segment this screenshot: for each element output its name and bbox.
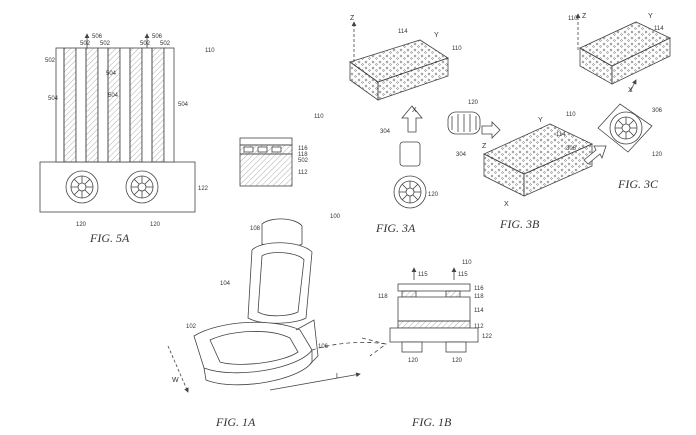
ref-label: 506 [152, 34, 163, 40]
ref-label: 118 [378, 294, 388, 300]
ref-label: 110 [568, 16, 578, 22]
axis-label: Y [538, 117, 543, 124]
ref-label: 112 [298, 170, 308, 176]
fig5a-blower-left-icon [65, 170, 99, 204]
fig3b-caption: FIG. 3B [499, 217, 540, 231]
figure-detail-section: 110 116 118 502 112 [239, 114, 324, 187]
ref-label: 506 [92, 34, 103, 40]
ref-label: 120 [468, 100, 479, 106]
axis-label: Z [582, 13, 587, 20]
fig1b-caption: FIG. 1B [411, 415, 452, 429]
fig3a-blower-icon [393, 175, 427, 209]
ref-label: 502 [100, 41, 111, 47]
fig5a-blower-right-icon [125, 170, 159, 204]
ref-label: 304 [456, 152, 467, 158]
ref-label: 114 [556, 132, 566, 138]
dimension-label: W [172, 377, 179, 384]
axis-label: X [628, 87, 633, 94]
dimension-label: L [336, 373, 340, 380]
ref-label: 120 [408, 358, 419, 364]
fig3a-caption: FIG. 3A [375, 221, 416, 235]
ref-label: 106 [318, 344, 329, 350]
axis-label: Y [434, 32, 439, 39]
figure-5a: 110 506 502 502 506 502 502 502 504 504 … [39, 33, 215, 245]
axis-label: Z [482, 143, 487, 150]
ref-label: 102 [186, 324, 197, 330]
ref-label: 502 [140, 41, 151, 47]
figure-3b: 120 110 Y 114 304 Z X FIG. 3B [447, 100, 593, 231]
ref-label: 122 [198, 186, 209, 192]
axis-label: X [504, 201, 509, 208]
fig3b-airflow-arrow-icon [481, 121, 501, 139]
ref-label: 306 [566, 146, 577, 152]
ref-label: 114 [398, 29, 408, 35]
ref-label: 114 [474, 308, 484, 314]
ref-label: 120 [150, 222, 161, 228]
fig1a-caption: FIG. 1A [215, 415, 256, 429]
fig5a-housing-122 [39, 161, 196, 213]
ref-label: 110 [452, 46, 462, 52]
fig3c-caption: FIG. 3C [617, 177, 659, 191]
ref-label: 502 [45, 58, 56, 64]
ref-label: 118 [474, 294, 484, 300]
ref-label: 120 [428, 192, 439, 198]
ref-label: 115 [458, 272, 468, 278]
ref-label: 116 [298, 146, 308, 152]
ref-label: 504 [178, 102, 189, 108]
ref-label: 502 [80, 41, 91, 47]
figure-3a: Z Y X 114 110 304 120 FIG. 3A [349, 15, 462, 235]
ref-label: 112 [474, 324, 484, 330]
axis-label: X [412, 107, 417, 114]
ref-label: 108 [250, 226, 261, 232]
ref-label: 116 [474, 286, 484, 292]
ref-label: 120 [652, 152, 663, 158]
ref-label: 504 [106, 71, 117, 77]
ref-label: 114 [654, 26, 664, 32]
fig3c-blower-icon [609, 111, 643, 145]
fig5a-channels [55, 47, 175, 163]
ref-label: 120 [76, 222, 87, 228]
ref-label: 306 [652, 108, 663, 114]
figure-1a: 100 108 104 102 106 W L FIG. 1A [167, 214, 387, 429]
ref-label: 110 [205, 48, 215, 54]
ref-label: 104 [220, 281, 231, 287]
axis-label: Y [648, 13, 653, 20]
ref-label: 100 [330, 214, 341, 220]
figure-3c: 110 Z Y 114 X 306 306 120 FIG. 3C [566, 13, 671, 191]
ref-label: 120 [452, 358, 463, 364]
ref-label: 504 [48, 96, 59, 102]
ref-label: 502 [160, 41, 171, 47]
fig3a-airflow-arrow-icon [401, 105, 423, 133]
ref-label: 118 [298, 152, 308, 158]
fig5a-caption: FIG. 5A [89, 231, 130, 245]
fig3c-airflow-arrow-icon [583, 145, 607, 165]
ref-label: 110 [314, 114, 324, 120]
ref-label: 504 [108, 93, 119, 99]
ref-label: 110 [462, 260, 472, 266]
ref-label: 115 [418, 272, 428, 278]
ref-label: 502 [298, 158, 309, 164]
figure-1b: 110 115 115 116 118 118 114 112 122 120 … [378, 260, 493, 429]
axis-label: Z [350, 15, 355, 22]
ref-label: 122 [482, 334, 493, 340]
ref-label: 110 [566, 112, 576, 118]
ref-label: 304 [380, 129, 391, 135]
